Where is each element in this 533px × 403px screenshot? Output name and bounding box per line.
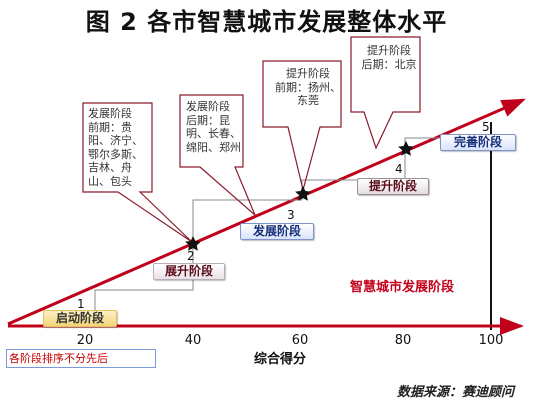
stage-2-label: 展升阶段 <box>153 263 225 280</box>
stage-1-number: 1 <box>77 297 85 311</box>
stage-3-label: 发展阶段 <box>240 223 314 240</box>
callout-3-shape <box>179 94 256 216</box>
growth-arrow <box>7 98 526 326</box>
callout-stage-2-text: 发展阶段 前期：贵阳、济宁、鄂尔多斯、吉林、舟山、包头 <box>88 107 143 188</box>
star-icon <box>295 186 311 201</box>
stage-3-number: 3 <box>287 208 295 222</box>
stage-4-number: 4 <box>395 162 403 176</box>
callout-5-shape <box>350 36 421 150</box>
source-credit: 数据来源：赛迪顾问 <box>397 385 515 400</box>
x-tick-100: 100 <box>478 333 504 348</box>
stage-2-number: 2 <box>187 249 195 263</box>
x-tick-80: 80 <box>394 333 412 348</box>
page-title: 图 2 各市智慧城市发展整体水平 <box>85 8 448 36</box>
callout-2-shape <box>82 102 193 243</box>
diagram-label: 智慧城市发展阶段 <box>350 280 455 295</box>
callout-stage-4-text: 提升阶段 前期：扬州、东莞 <box>275 67 341 107</box>
star-icon <box>398 141 414 156</box>
callout-stage-5-text: 提升阶段 后期：北京 <box>361 44 417 71</box>
stage-5-label: 完善阶段 <box>440 134 516 151</box>
star-icon <box>185 236 201 251</box>
stage-1-label: 启动阶段 <box>43 310 117 327</box>
callout-4-shape <box>262 60 342 191</box>
x-axis-label: 综合得分 <box>253 352 306 367</box>
ordering-note: 各阶段排序不分先后 <box>6 349 156 368</box>
x-tick-40: 40 <box>184 333 202 348</box>
stage-4-label: 提升阶段 <box>357 178 429 195</box>
stage-markers <box>185 141 414 251</box>
x-tick-60: 60 <box>291 333 309 348</box>
callout-shapes <box>82 36 421 243</box>
callout-stage-3-text: 发展阶段 后期：昆明、长春、绵阳、郑州 <box>186 100 241 154</box>
x-tick-20: 20 <box>76 333 94 348</box>
stage-5-number: 5 <box>482 120 490 134</box>
